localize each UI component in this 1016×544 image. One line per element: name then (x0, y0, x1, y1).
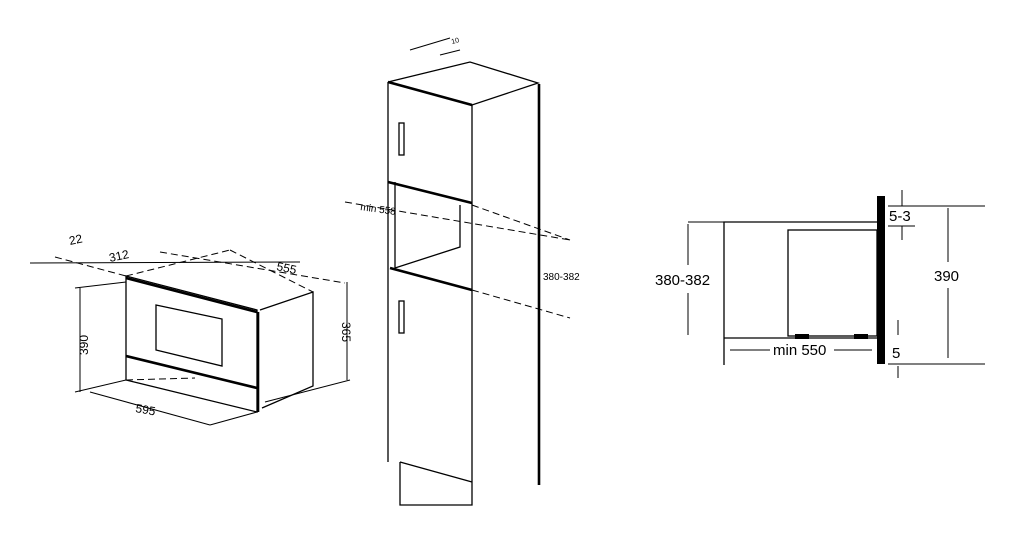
dim-390-section: 390 (934, 268, 959, 285)
dim-312: 312 (108, 247, 131, 265)
dim-top-gap: 10 (451, 37, 460, 46)
dim-22: 22 (68, 231, 84, 248)
side-section-view: 380-382 min 550 5-3 5 390 (655, 190, 985, 378)
dim-5: 5 (892, 345, 900, 362)
dim-min-558: min 558 (360, 202, 397, 218)
dim-365: 365 (339, 322, 353, 342)
dim-380-382: 380-382 (543, 272, 580, 283)
dim-595: 595 (134, 401, 156, 418)
dim-380-382-section: 380-382 (655, 272, 710, 289)
dim-555: 555 (275, 259, 298, 277)
dim-min-550: min 550 (773, 342, 826, 359)
dim-5-3: 5-3 (889, 208, 911, 225)
oven-isometric-view: 22 312 555 390 365 595 (29, 231, 353, 426)
dim-390: 390 (77, 335, 91, 355)
cabinet-isometric-view: min 558 380-382 10 (344, 37, 580, 506)
